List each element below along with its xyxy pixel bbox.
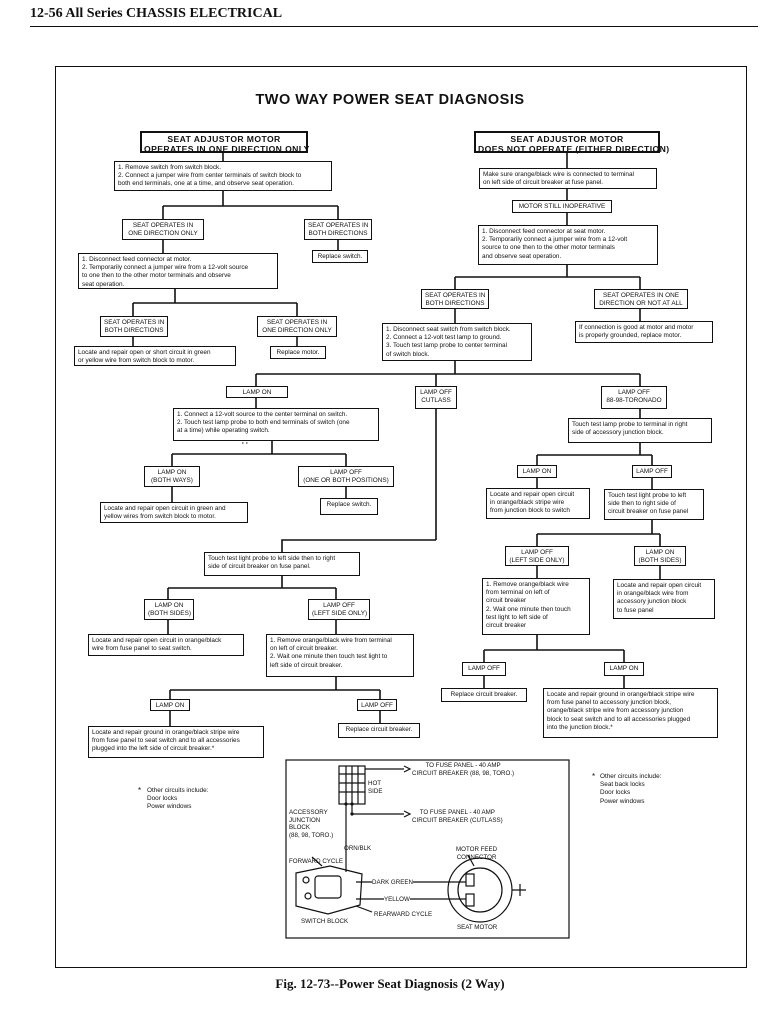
- action-repair-ground-junction: Locate and repair ground in orange/black…: [543, 688, 718, 738]
- result-breaker-lamp-on: LAMP ON: [604, 662, 644, 676]
- step-touch-breaker-cutlass: Touch test light probe to left side then…: [204, 552, 360, 576]
- action-replace-circuit-breaker: Replace circuit breaker.: [441, 688, 527, 702]
- action-replace-motor-grounded: If connection is good at motor and motor…: [575, 321, 713, 343]
- result-lamp-on: LAMP ON: [226, 386, 288, 398]
- page-header: 12-56 All Series CHASSIS ELECTRICAL: [30, 6, 283, 21]
- label-rearward-cycle: REARWARD CYCLE: [374, 911, 433, 918]
- result-both-sides: LAMP ON(BOTH SIDES): [634, 546, 686, 566]
- action-replace-motor: Replace motor.: [270, 346, 326, 359]
- label-yellow: YELLOW: [384, 896, 410, 904]
- result-cutlass-both-sides: LAMP ON(BOTH SIDES): [144, 599, 194, 620]
- action-repair-green-yellow-switch: Locate and repair open circuit in green …: [100, 502, 248, 523]
- step-check-orange-black: Make sure orange/black wire is connected…: [479, 168, 657, 189]
- diagram-frame: [55, 66, 747, 968]
- action-repair-green-yellow: Locate and repair open or short circuit …: [74, 346, 236, 366]
- action-replace-circuit-breaker-cutlass: Replace circuit breaker.: [338, 723, 420, 738]
- footnote-bullet-left: *: [138, 786, 142, 795]
- step-remove-orange-black-cutlass: 1. Remove orange/black wire from termina…: [266, 634, 414, 677]
- step-disconnect-seat-motor: 1. Disconnect feed connector at seat mot…: [478, 225, 658, 265]
- result-junction-lamp-off: LAMP OFF: [632, 465, 672, 478]
- label-seat-motor: SEAT MOTOR: [457, 924, 498, 931]
- result-left-side-only: LAMP OFF(LEFT SIDE ONLY): [505, 546, 569, 566]
- label-forward-cycle: FORWARD CYCLE: [289, 858, 343, 865]
- figure-caption: Fig. 12-73--Power Seat Diagnosis (2 Way): [275, 976, 505, 991]
- header-rule: [30, 26, 758, 27]
- result-cutlass-lamp-off: LAMP OFF: [357, 699, 397, 711]
- footnote-bullet-right: *: [592, 772, 596, 781]
- step-touch-junction-block: Touch test lamp probe to terminal in rig…: [568, 418, 712, 443]
- label-switch-block: SWITCH BLOCK: [301, 918, 349, 925]
- action-repair-fuse-to-switch: Locate and repair open circuit in orange…: [88, 634, 244, 656]
- result-cutlass-left-only: LAMP OFF(LEFT SIDE ONLY): [308, 599, 370, 620]
- step-remove-switch: 1. Remove switch from switch block.2. Co…: [114, 161, 332, 191]
- label-orn-blk: ORN/BLK: [344, 845, 372, 852]
- result-breaker-lamp-off: LAMP OFF: [462, 662, 506, 676]
- step-disconnect-feed: 1. Disconnect feed connector at motor.2.…: [78, 253, 278, 289]
- action-replace-switch-2: Replace switch.: [320, 498, 378, 515]
- result-lamp-on-both-ways: LAMP ON(BOTH WAYS): [144, 466, 200, 487]
- diagram-title: TWO WAY POWER SEAT DIAGNOSIS: [255, 92, 525, 108]
- result-lamp-off-positions: LAMP OFF(ONE OR BOTH POSITIONS): [298, 466, 394, 487]
- result-cutlass-lamp-on: LAMP ON: [150, 699, 190, 711]
- result-motor-still-inoperative: MOTOR STILL INOPERATIVE: [512, 200, 612, 213]
- step-disconnect-seat-switch: 1. Disconnect seat switch from switch bl…: [382, 323, 532, 361]
- step-connect-12v-center: 1. Connect a 12-volt source to the cente…: [173, 408, 379, 441]
- action-repair-ground-cutlass: Locate and repair ground in orange/black…: [88, 726, 264, 758]
- wiring-inset: [285, 759, 570, 939]
- action-replace-switch: Replace switch.: [312, 250, 368, 263]
- label-dark-green: DARK GREEN: [372, 879, 413, 887]
- result-junction-lamp-on: LAMP ON: [517, 465, 557, 478]
